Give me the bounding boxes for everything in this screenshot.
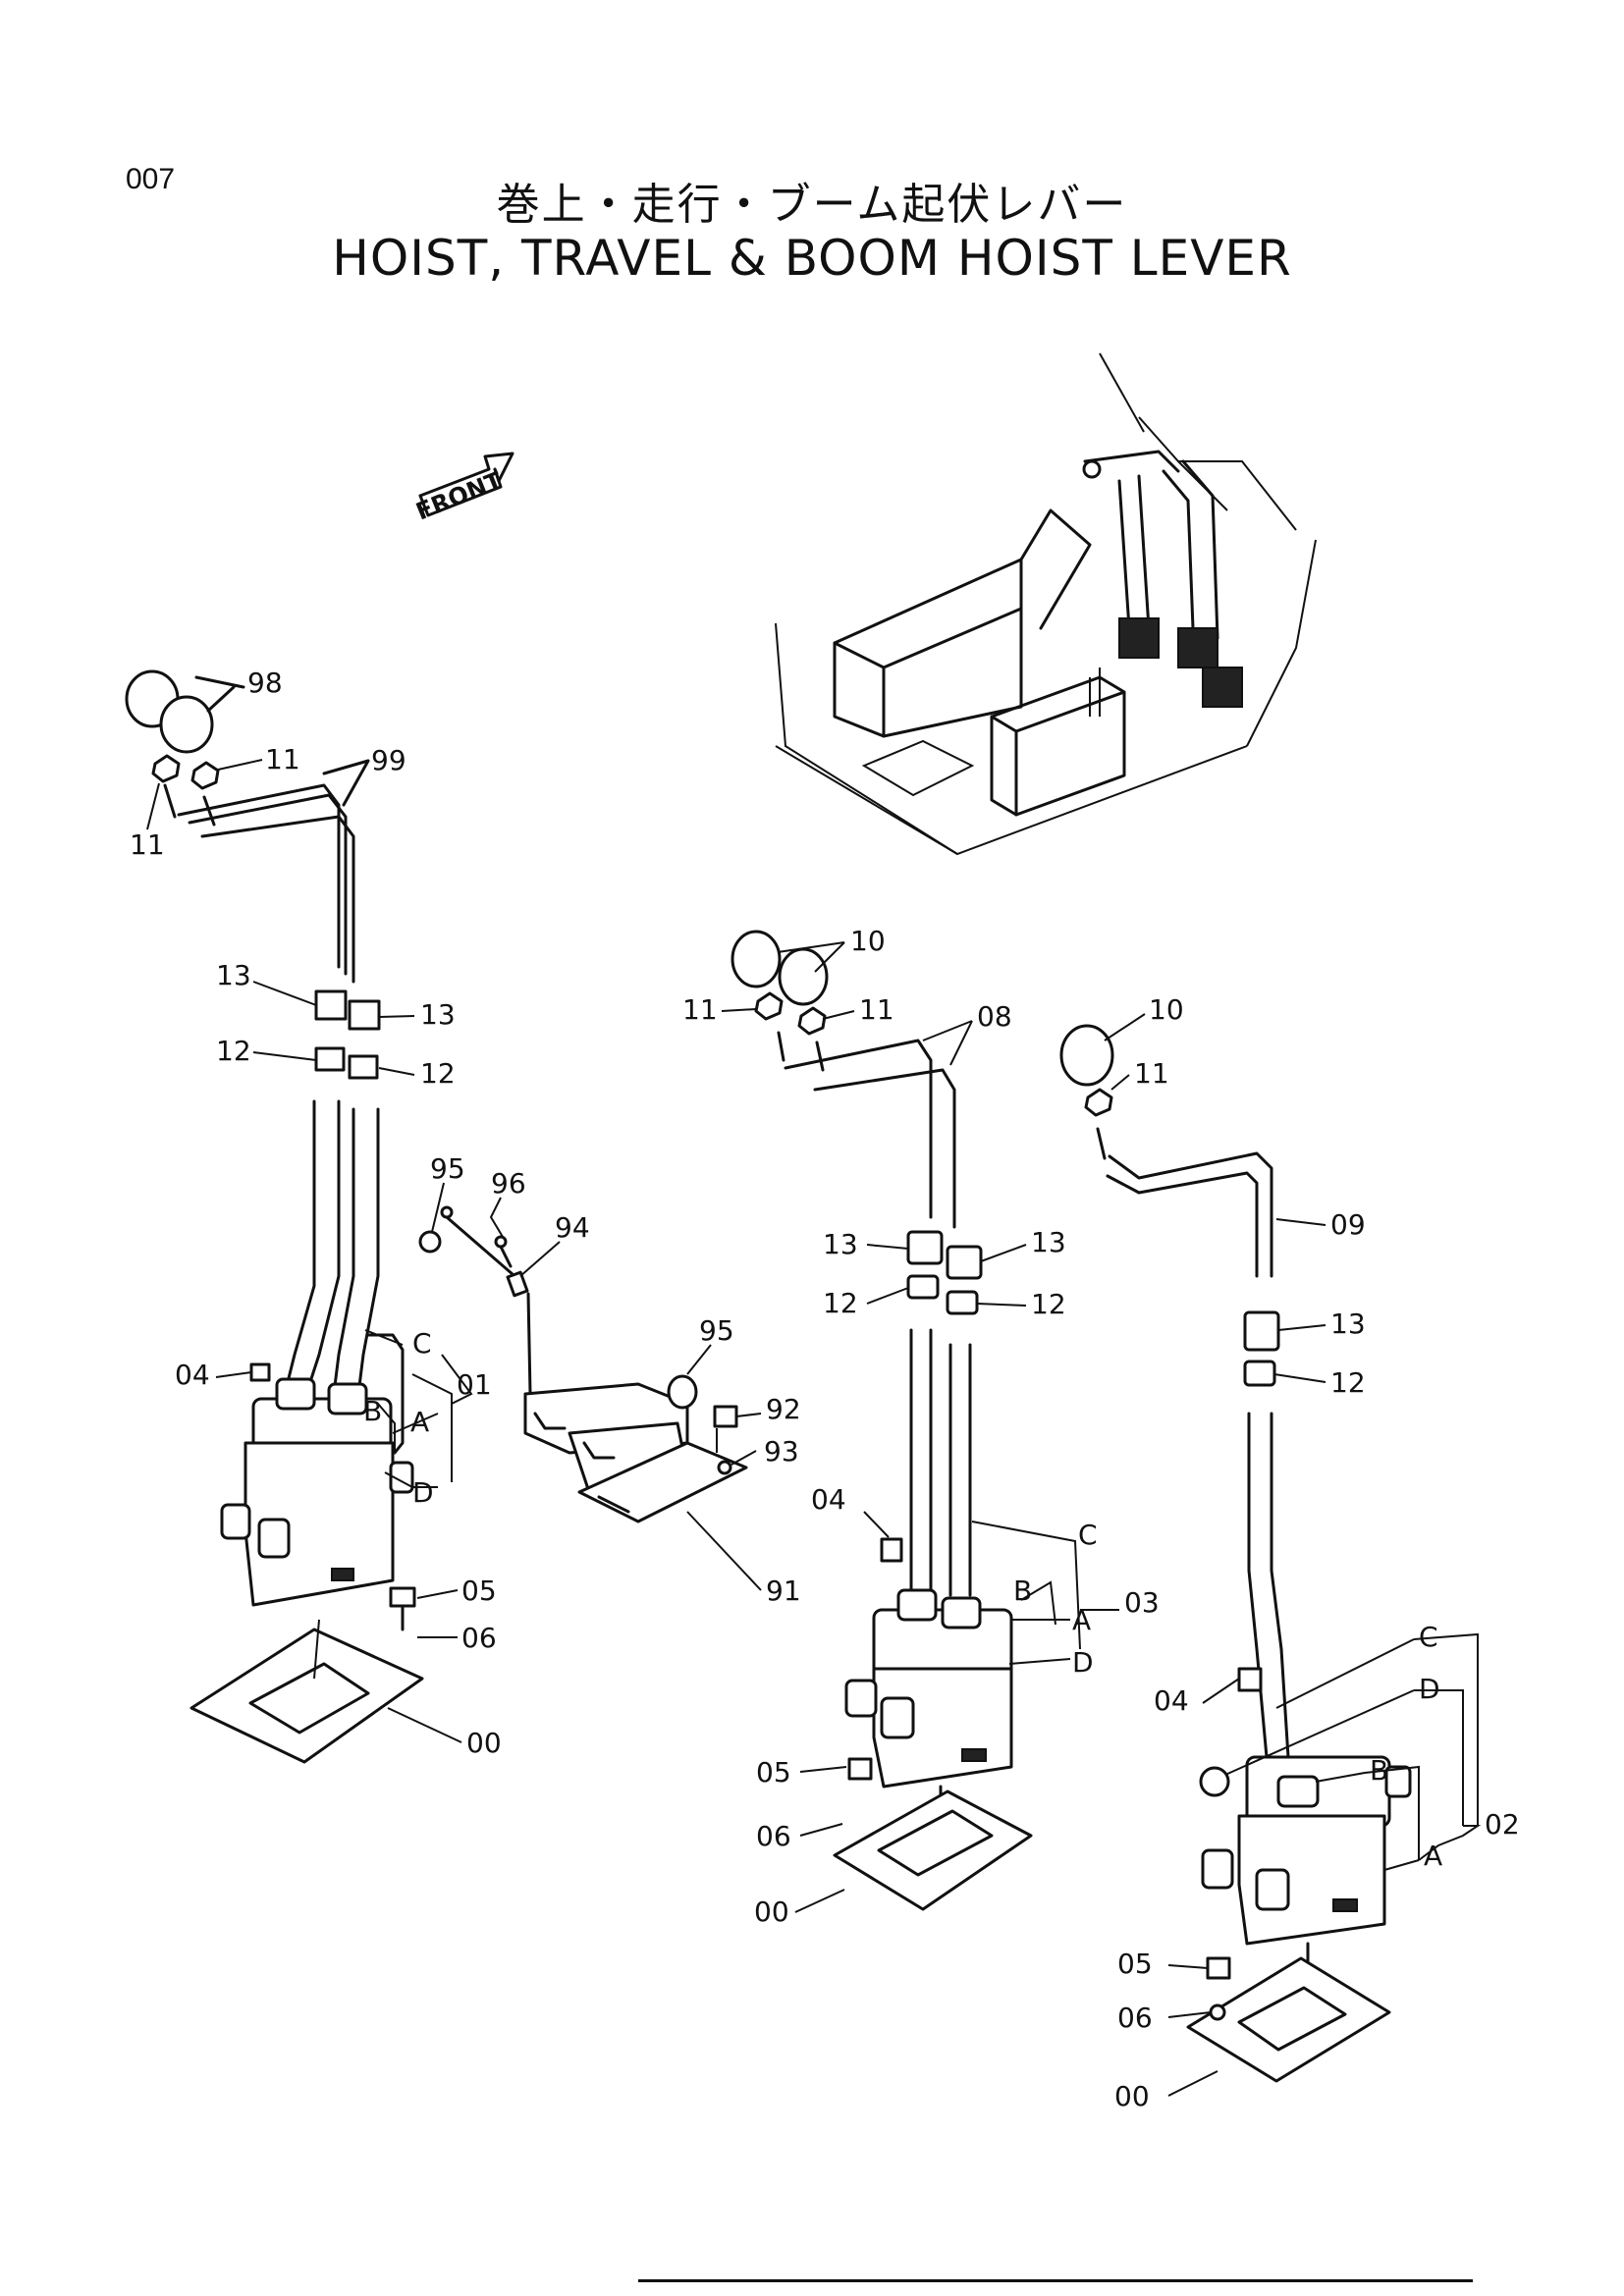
callout-label: 01 bbox=[457, 1368, 492, 1401]
cab-overview-illustration bbox=[775, 352, 1317, 856]
callout-label: 12 bbox=[420, 1057, 456, 1090]
callout-label: 04 bbox=[175, 1359, 210, 1391]
callout-label: 00 bbox=[754, 1896, 789, 1928]
callout-label: 00 bbox=[466, 1727, 502, 1759]
callout-label: 13 bbox=[420, 998, 456, 1031]
callout-label: 08 bbox=[977, 1000, 1012, 1033]
center-lever-assembly bbox=[731, 930, 1033, 1911]
callout-label: A bbox=[1072, 1604, 1091, 1636]
callout-label: 94 bbox=[555, 1211, 590, 1244]
knob-part bbox=[159, 695, 214, 754]
callout-leaders bbox=[146, 676, 1482, 2097]
callout-label: 12 bbox=[823, 1287, 858, 1319]
callout-label: 13 bbox=[823, 1228, 858, 1260]
callout-label: 06 bbox=[461, 1622, 497, 1654]
callout-label: C bbox=[1419, 1621, 1438, 1653]
callout-label: C bbox=[1078, 1519, 1098, 1551]
title-english: HOIST, TRAVEL & BOOM HOIST LEVER bbox=[332, 230, 1292, 287]
callout-label: B bbox=[1013, 1575, 1032, 1607]
callout-labels: 98 11 11 99 13 13 12 12 C 04 B A 01 D 05… bbox=[130, 667, 1520, 2112]
callout-label: 91 bbox=[766, 1575, 801, 1607]
callout-label: 11 bbox=[682, 993, 718, 1026]
page-number: 007 bbox=[126, 163, 176, 195]
front-arrow: FRONT bbox=[412, 452, 514, 526]
callout-label: 98 bbox=[247, 667, 283, 699]
callout-label: 12 bbox=[1330, 1366, 1366, 1399]
callout-label: A bbox=[410, 1406, 429, 1438]
callout-label: 06 bbox=[1117, 2002, 1153, 2034]
left-lever-assembly bbox=[125, 669, 424, 1764]
callout-label: 05 bbox=[1117, 1948, 1153, 1980]
callout-label: 05 bbox=[756, 1756, 791, 1789]
callout-label: 13 bbox=[1031, 1226, 1066, 1258]
callout-label: D bbox=[1072, 1646, 1094, 1679]
callout-label: B bbox=[363, 1395, 382, 1427]
callout-label: 12 bbox=[1031, 1288, 1066, 1320]
callout-label: 96 bbox=[491, 1167, 526, 1200]
callout-label: 95 bbox=[430, 1152, 465, 1185]
callout-label: 92 bbox=[766, 1393, 801, 1425]
callout-label: 06 bbox=[756, 1820, 791, 1852]
linkage-bracket-assembly bbox=[418, 1205, 748, 1523]
callout-label: 13 bbox=[1330, 1308, 1366, 1340]
callout-label: 02 bbox=[1485, 1808, 1520, 1841]
callout-label: 12 bbox=[216, 1035, 251, 1067]
callout-label: 11 bbox=[1134, 1057, 1169, 1090]
callout-label: 99 bbox=[371, 744, 406, 776]
callout-label: 11 bbox=[859, 993, 894, 1026]
right-lever-assembly bbox=[1059, 1024, 1412, 2083]
callout-label: C bbox=[412, 1327, 432, 1360]
callout-label: 13 bbox=[216, 959, 251, 991]
footer-divider bbox=[638, 2279, 1473, 2282]
callout-label: B bbox=[1370, 1754, 1388, 1787]
callout-label: D bbox=[412, 1476, 434, 1509]
callout-label: 00 bbox=[1114, 2080, 1150, 2112]
callout-label: 04 bbox=[811, 1483, 846, 1516]
callout-label: 11 bbox=[265, 743, 300, 775]
callout-label: 04 bbox=[1154, 1684, 1189, 1717]
callout-label: 03 bbox=[1124, 1586, 1160, 1619]
front-arrow-label: FRONT bbox=[412, 466, 507, 526]
callout-label: 10 bbox=[1149, 993, 1184, 1026]
callout-label: 09 bbox=[1330, 1208, 1366, 1241]
callout-label: 95 bbox=[699, 1314, 734, 1347]
callout-label: 93 bbox=[764, 1435, 799, 1468]
callout-label: 11 bbox=[130, 828, 165, 861]
callout-label: D bbox=[1419, 1673, 1440, 1705]
callout-label: A bbox=[1424, 1840, 1442, 1872]
title-japanese: 巻上・走行・ブーム起伏レバー bbox=[496, 180, 1128, 230]
callout-label: 05 bbox=[461, 1575, 497, 1607]
callout-label: 10 bbox=[850, 925, 886, 957]
